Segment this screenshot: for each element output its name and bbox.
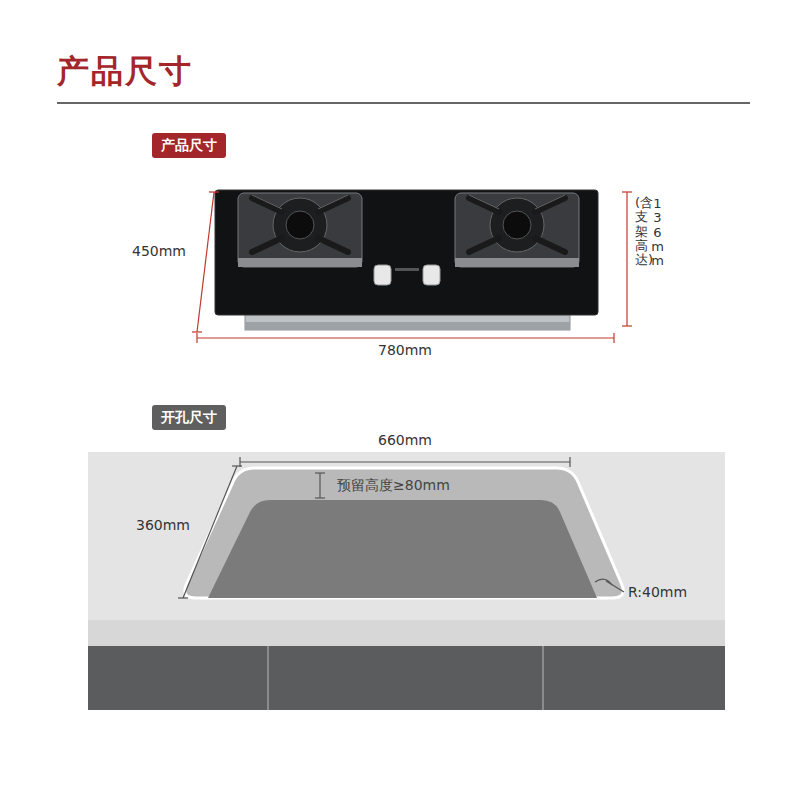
dimension-label: 136mm — [651, 197, 664, 268]
badge-text: 开孔尺寸 — [161, 409, 217, 425]
section-badge: 开孔尺寸 — [152, 405, 226, 430]
dimension-label: 预留高度≥80mm — [337, 477, 450, 494]
section-badge: 产品尺寸 — [152, 133, 226, 158]
dimension-note: (含支架高达) — [635, 196, 648, 267]
radius-label: R:40mm — [628, 584, 687, 601]
dimension-label: 660mm — [378, 432, 432, 449]
badge-text: 产品尺寸 — [161, 137, 217, 153]
dimension-label: 450mm — [132, 243, 186, 260]
page-title: 产品尺寸 — [57, 52, 193, 90]
dimension-label: 360mm — [136, 517, 190, 534]
dimension-label: 780mm — [378, 342, 432, 359]
